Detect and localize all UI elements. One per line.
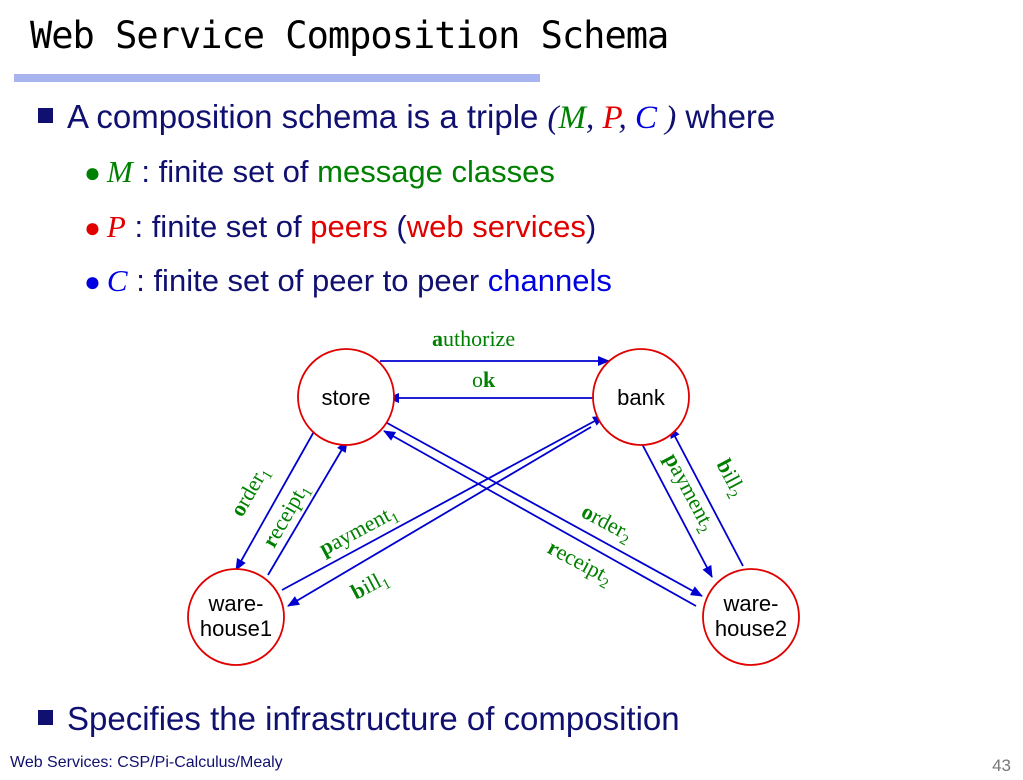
- node-warehouse2: [702, 568, 800, 666]
- sub-bullet-c: ●C : finite set of peer to peer channels: [84, 263, 612, 299]
- edge-order2: [377, 417, 703, 597]
- symbol-m: M: [106, 154, 133, 189]
- comma-2: ,: [618, 100, 635, 136]
- message-classes-term: message classes: [317, 154, 555, 189]
- sub-bullet-m: ●M : finite set of message classes: [84, 154, 555, 190]
- warehouse2-label-line2: house2: [715, 616, 787, 641]
- symbol-c: C: [106, 263, 128, 298]
- node-store: [297, 348, 395, 446]
- warehouse2-label-line1: ware-: [722, 591, 778, 616]
- edge-receipt1: [267, 440, 348, 576]
- warehouse1-label-line1: ware-: [207, 591, 263, 616]
- symbol-p: P: [106, 209, 126, 244]
- symbol-c: C: [634, 100, 657, 136]
- edge-payment1: [281, 415, 605, 591]
- store-label: store: [322, 385, 371, 410]
- sub-bullet-text: : finite set of: [125, 209, 311, 244]
- square-bullet-icon: [38, 710, 53, 725]
- dot-bullet-icon: ●: [84, 212, 101, 243]
- node-bank: [592, 348, 690, 446]
- dot-bullet-icon: ●: [84, 157, 101, 188]
- edge-receipt2: [383, 430, 697, 607]
- bank-label: bank: [617, 385, 666, 410]
- paren-close: ): [585, 209, 597, 244]
- peers-term: peers: [310, 209, 388, 244]
- label-order2: order2: [576, 498, 637, 549]
- bullet-composition-schema: A composition schema is a triple (M, P, …: [38, 98, 775, 137]
- slide-title: Web Service Composition Schema: [30, 14, 669, 57]
- page-number: 43: [992, 756, 1011, 775]
- title-underline: [14, 74, 540, 82]
- sub-bullet-p: ●P : finite set of peers (web services): [84, 209, 596, 245]
- label-bill1: bill1: [347, 564, 394, 607]
- bullet-text: A composition schema is a triple: [67, 98, 548, 135]
- label-bill2: bill2: [708, 455, 751, 502]
- channels-term: channels: [487, 263, 612, 298]
- paren-open: (: [387, 209, 407, 244]
- warehouse1-label-line2: house1: [200, 616, 272, 641]
- sub-bullet-text: : finite set of: [132, 154, 318, 189]
- symbol-m: M: [558, 100, 587, 136]
- paren-open: (: [547, 100, 559, 136]
- dot-bullet-icon: ●: [84, 266, 101, 297]
- label-authorize: authorize: [432, 326, 515, 351]
- paren-close: ): [656, 100, 677, 136]
- sub-bullet-text: : finite set of peer to peer: [127, 263, 488, 298]
- square-bullet-icon: [38, 108, 53, 123]
- comma-1: ,: [586, 100, 603, 136]
- edge-bill2: [669, 426, 744, 567]
- edge-bill1: [287, 426, 592, 607]
- web-services-term: web services: [406, 209, 586, 244]
- slide-footer: Web Services: CSP/Pi-Calculus/Mealy: [10, 754, 283, 771]
- edge-payment2: [640, 441, 713, 578]
- label-ok: ok: [472, 367, 496, 392]
- bullet-text: Specifies the infrastructure of composit…: [67, 700, 680, 737]
- node-warehouse1: [187, 568, 285, 666]
- edge-order1: [235, 427, 317, 571]
- symbol-p: P: [602, 100, 619, 136]
- label-payment2: payment2: [656, 449, 721, 537]
- bullet-tail: where: [676, 98, 776, 135]
- bullet-infrastructure: Specifies the infrastructure of composit…: [38, 700, 680, 738]
